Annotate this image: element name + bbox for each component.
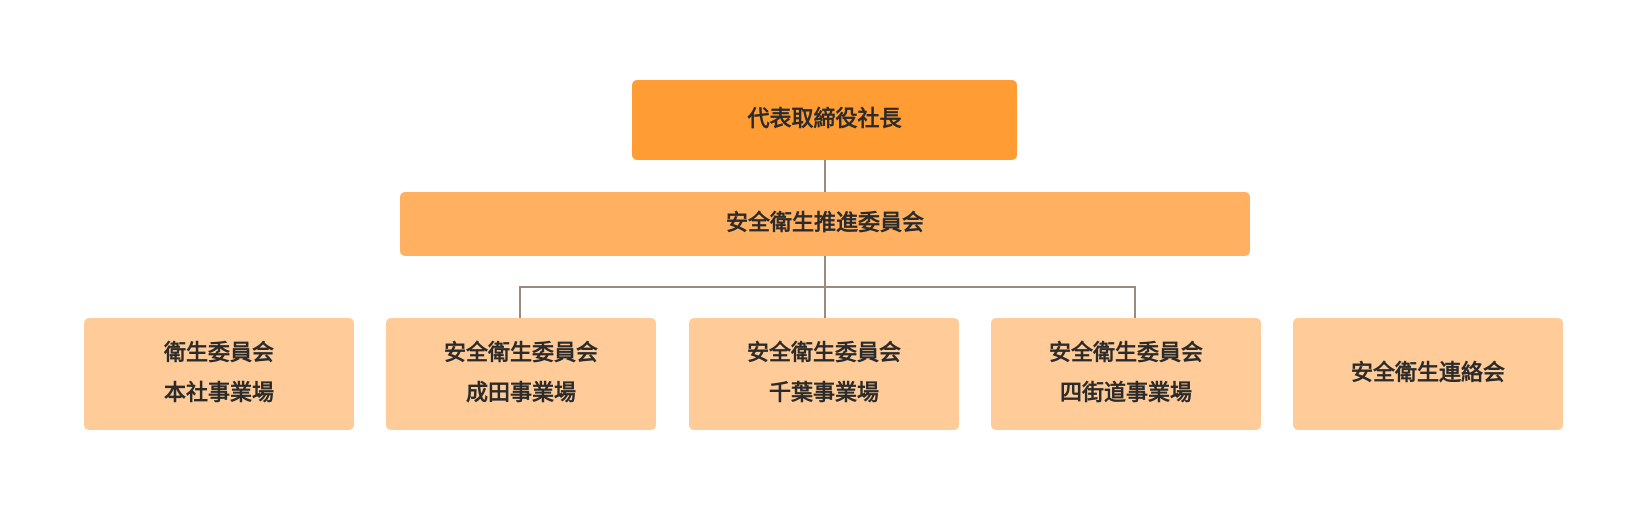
node-president-label: 代表取締役社長 [747,107,902,132]
node-president: 代表取締役社長 [632,80,1017,160]
connector-to-narita [519,286,521,318]
connector-to-chiba [824,286,826,318]
node-unit-yotsukaido: 安全衛生委員会 四街道事業場 [991,318,1261,430]
node-unit-yotsukaido-line1: 安全衛生委員会 [1048,341,1203,366]
connector-to-yotsukaido [1134,286,1136,318]
connector-top-to-committee [824,160,826,192]
node-safety-health-promotion-committee: 安全衛生推進委員会 [400,192,1250,256]
node-unit-chiba-line1: 安全衛生委員会 [746,341,901,366]
node-unit-chiba-line2: 千葉事業場 [768,381,879,406]
node-unit-chiba: 安全衛生委員会 千葉事業場 [689,318,959,430]
node-unit-liaison-line1: 安全衛生連絡会 [1350,361,1505,386]
node-committee-label: 安全衛生推進委員会 [725,211,924,236]
connector-committee-down [824,256,826,288]
node-unit-narita-line2: 成田事業場 [465,381,576,406]
connector-horizontal-bar [519,286,1136,288]
node-unit-honsha: 衛生委員会 本社事業場 [84,318,354,430]
node-unit-yotsukaido-line2: 四街道事業場 [1059,381,1192,406]
node-unit-honsha-line2: 本社事業場 [163,381,274,406]
node-unit-liaison-council: 安全衛生連絡会 [1293,318,1563,430]
node-unit-honsha-line1: 衛生委員会 [163,341,274,366]
node-unit-narita-line1: 安全衛生委員会 [443,341,598,366]
node-unit-narita: 安全衛生委員会 成田事業場 [386,318,656,430]
